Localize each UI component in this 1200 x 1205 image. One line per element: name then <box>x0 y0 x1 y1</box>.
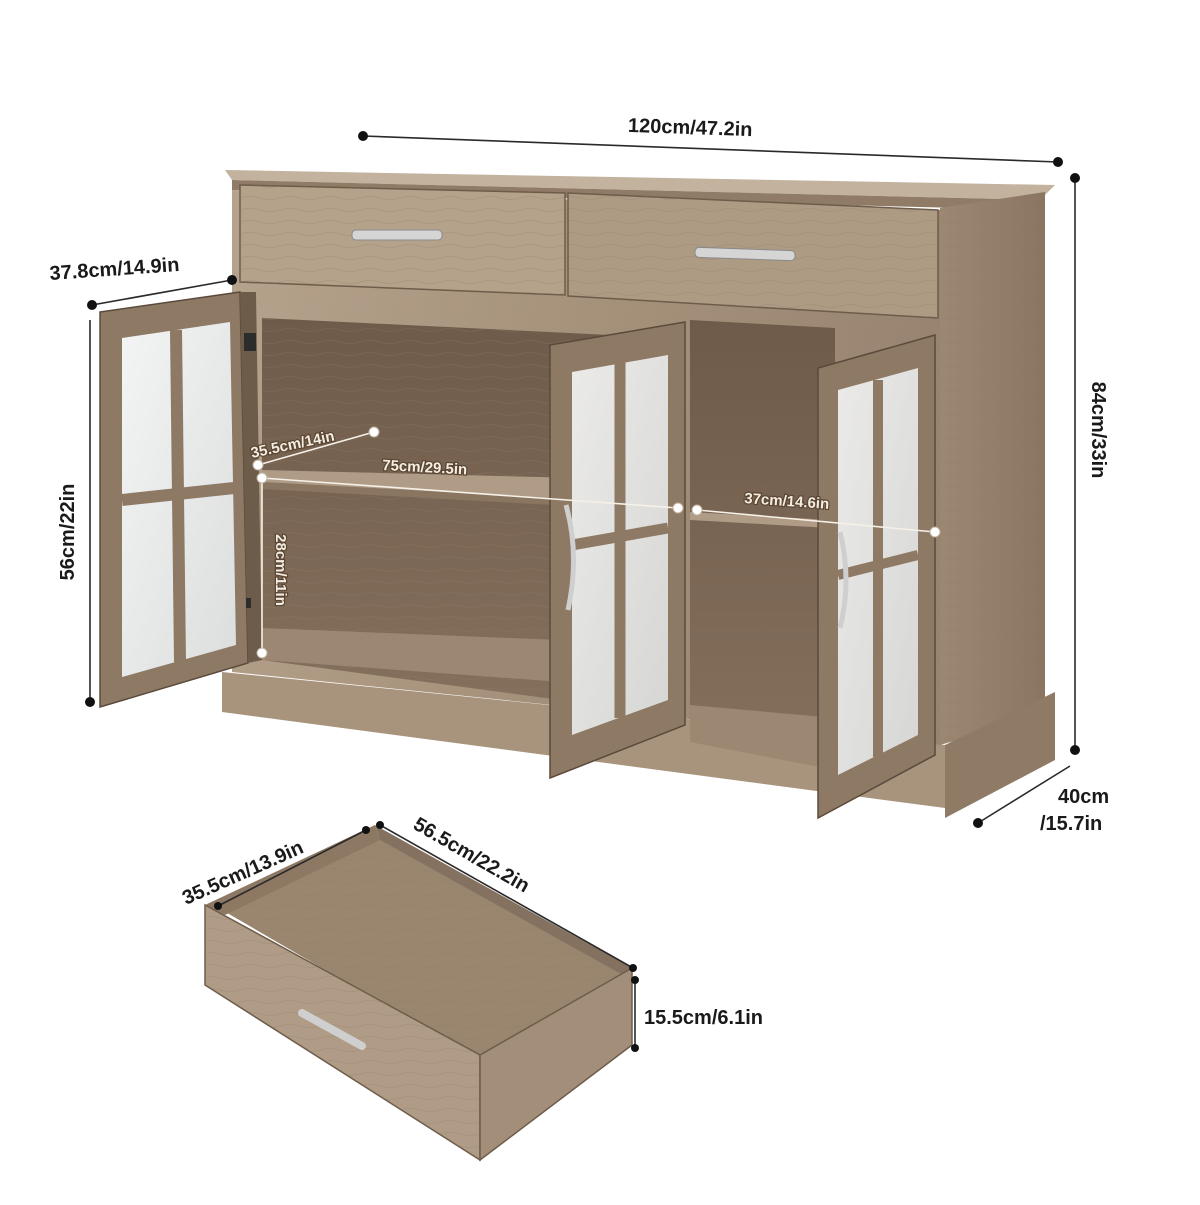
height-endpoint-bottom <box>1070 745 1080 755</box>
drawer-right-handle <box>694 246 796 262</box>
width-label: 120cm/47.2in <box>628 115 753 141</box>
right-compartment-interior <box>690 320 835 770</box>
drawer-loose-handle <box>298 1009 366 1050</box>
dimension-lines-interior <box>252 426 941 659</box>
drawer-left-handle <box>351 229 443 241</box>
left-glass-door <box>99 291 262 709</box>
door-height-endpoint-bottom <box>85 697 95 707</box>
depth-label-line1: 40cm <box>1058 786 1109 808</box>
left-door-hinge <box>244 333 256 351</box>
depth-label-line2: /15.7in <box>1040 813 1102 835</box>
height-endpoint-top <box>1070 173 1080 183</box>
shelf-depth-endpoint-right <box>368 426 380 438</box>
left-shelf-width-label: 75cm/29.5in <box>382 457 468 478</box>
door-width-endpoint-right <box>227 275 237 285</box>
middle-door-handle <box>563 504 577 611</box>
dimension-lines-exterior <box>85 131 1080 1052</box>
door-width-label: 37.8cm/14.9in <box>49 254 180 285</box>
drawer-back-wall <box>205 825 380 915</box>
width-endpoint-right <box>1053 157 1063 167</box>
right-door-handle <box>837 531 849 629</box>
shelf-depth-endpoint-left <box>252 459 264 471</box>
loose-drawer <box>204 825 633 1162</box>
height-label: 84cm/33in <box>1087 382 1109 479</box>
drawer-height-label: 15.5cm/6.1in <box>644 1007 763 1029</box>
middle-glass-door <box>549 321 686 780</box>
right-compartment-floor <box>690 705 835 770</box>
width-endpoint-left <box>358 131 368 141</box>
door-height-label: 56cm/22in <box>57 484 79 581</box>
cabinet-top <box>225 170 1055 200</box>
door-width-endpoint-left <box>87 300 97 310</box>
right-shelf <box>690 512 830 528</box>
shelf-spacing-label: 28cm/11in <box>272 534 289 606</box>
right-glass-door <box>817 334 936 820</box>
depth-endpoint-front <box>973 818 983 828</box>
drawer-right-wall <box>375 825 632 980</box>
cabinet-top-edge <box>232 180 1040 210</box>
drawer-side-panel <box>479 966 633 1162</box>
